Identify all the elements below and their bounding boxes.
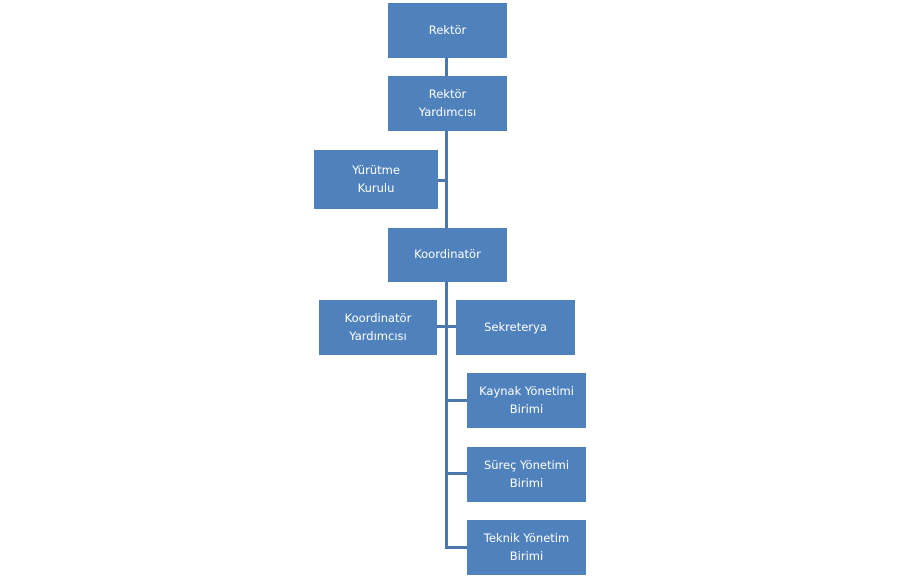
connector-koordinator-trunk: [445, 282, 448, 549]
node-label-line: Kurulu: [357, 180, 395, 195]
node-label-line: Yürütme: [352, 162, 400, 177]
node-label-line: Rektör: [428, 22, 467, 37]
connector-surec-branch: [447, 472, 467, 475]
node-label-line: Yardımcısı: [418, 104, 477, 119]
node-sekreterya: Sekreterya: [456, 300, 575, 355]
node-label-line: Yardımcısı: [349, 328, 407, 343]
node-koordinator-yardimcisi: Koordinatör Yardımcısı: [319, 300, 437, 355]
connector-sekreterya-branch: [447, 325, 456, 328]
node-yurutme-kurulu: Yürütme Kurulu: [314, 150, 438, 209]
node-koordinator: Koordinatör: [388, 228, 507, 282]
node-label-line: Birimi: [509, 401, 544, 416]
node-rektor-yardimcisi: Rektör Yardımcısı: [388, 76, 507, 131]
node-label-line: Sekreterya: [484, 319, 547, 334]
node-surec-yonetimi-birimi: Süreç Yönetimi Birimi: [467, 447, 586, 502]
node-label-line: Süreç Yönetimi: [483, 457, 570, 472]
node-kaynak-yonetimi-birimi: Kaynak Yönetimi Birimi: [467, 373, 586, 428]
connector-kaynak-branch: [447, 399, 467, 402]
node-label-line: Birimi: [509, 548, 544, 563]
node-label-line: Koordinatör: [344, 310, 412, 325]
node-label-line: Teknik Yönetim: [483, 530, 570, 545]
node-rektor: Rektör: [388, 3, 507, 58]
connector-yurutme-branch: [438, 179, 447, 182]
node-teknik-yonetim-birimi: Teknik Yönetim Birimi: [467, 520, 586, 575]
node-label-line: Rektör: [428, 86, 467, 101]
node-label-line: Birimi: [509, 475, 544, 490]
connector-teknik-branch: [447, 546, 467, 549]
node-label-line: Koordinatör: [414, 247, 481, 262]
connector-koordinator-yardimcisi-branch: [437, 325, 447, 328]
connector-rektor-to-yardimcisi: [445, 58, 448, 76]
node-label-line: Kaynak Yönetimi: [479, 383, 574, 398]
